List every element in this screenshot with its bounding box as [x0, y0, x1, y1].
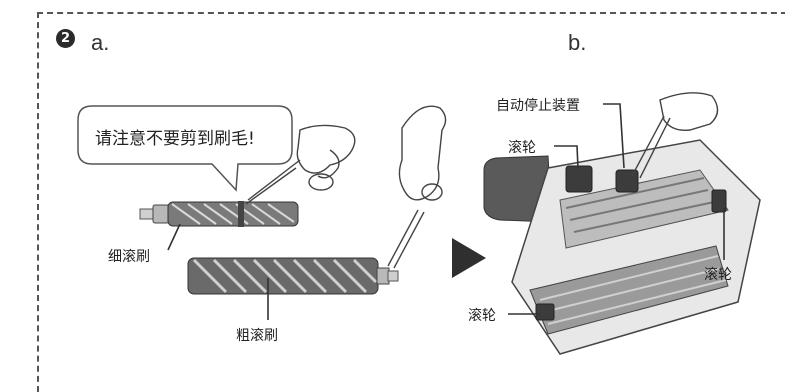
hand-with-scissors-image [245, 124, 356, 205]
roller-top-label: 滚轮 [508, 140, 536, 156]
brush-head-underside-image [483, 139, 761, 355]
thick-roller-brush-image [187, 257, 399, 295]
panel-b-label: b. [568, 30, 587, 55]
warning-bubble-text: 请注意不要剪到刷毛! [95, 129, 255, 149]
roller-bottom-label: 滚轮 [468, 308, 496, 324]
auto-stop-device-label: 自动停止装置 [496, 98, 580, 114]
right-arrow-icon [452, 238, 486, 278]
thin-brush-label: 细滚刷 [108, 249, 150, 265]
thin-roller-brush-image [139, 201, 299, 227]
callout-leader-lines [167, 103, 725, 320]
roller-right-label: 滚轮 [704, 267, 732, 283]
warning-speech-bubble [77, 105, 293, 192]
step-number-badge: 2 [56, 29, 75, 48]
hand-with-tweezers-image [631, 92, 719, 179]
thick-brush-label: 粗滚刷 [236, 328, 278, 344]
panel-a-label: a. [91, 30, 110, 55]
hand-holding-brush-image [387, 105, 447, 269]
dashed-frame [37, 12, 785, 392]
